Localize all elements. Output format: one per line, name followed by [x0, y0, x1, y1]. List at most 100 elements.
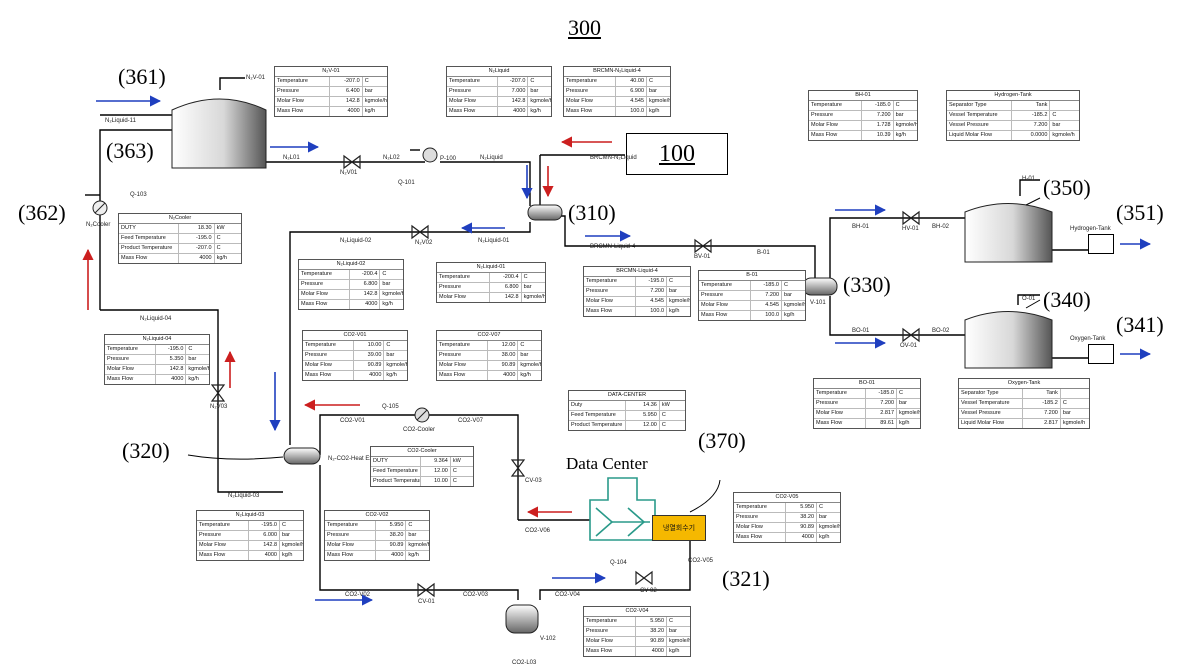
row-value: 6.400 — [330, 87, 363, 96]
row-value: 2.817 — [866, 409, 897, 418]
oxygen-outlet-box — [1088, 344, 1114, 364]
row-value: -195.0 — [636, 277, 667, 286]
row-unit: kgmole/h — [1061, 419, 1089, 428]
stream-table-row: DUTY18.30kW — [119, 224, 241, 234]
row-value: -195.0 — [179, 234, 215, 243]
row-value: 12.00 — [421, 467, 451, 476]
row-unit: kW — [215, 224, 241, 233]
row-value: 2.817 — [1023, 419, 1061, 428]
row-value: 142.8 — [498, 97, 528, 106]
row-label: Separator Type — [947, 101, 1012, 110]
ref-351: (351) — [1116, 200, 1164, 226]
row-value: 6.800 — [350, 280, 380, 289]
stream-table-row: Pressure7.200bar — [699, 291, 805, 301]
tag-brcmn: BRCMN-N₂Liquid — [590, 155, 637, 161]
stream-table-row: Molar Flow2.817kgmole/h — [814, 409, 920, 419]
stream-table-row: Pressure6.900bar — [564, 87, 670, 97]
row-value: 7.200 — [636, 287, 667, 296]
row-unit: C — [660, 421, 685, 430]
stream-table-title: B-01 — [699, 271, 805, 281]
stream-table-row: Pressure38.20bar — [584, 627, 690, 637]
stream-table-co2v01: CO2-V01Temperature10.00CPressure39.00bar… — [302, 330, 408, 381]
row-label: Vessel Temperature — [959, 399, 1023, 408]
stream-table-n2liq03: N₂Liquid-03Temperature-195.0CPressure6.0… — [196, 510, 304, 561]
stream-table-row: Feed Temperature5.950C — [569, 411, 685, 421]
stream-table-n2liq02: N₂Liquid-02Temperature-200.4CPressure6.8… — [298, 259, 404, 310]
stream-table-row: Mass Flow89.61kg/h — [814, 419, 920, 428]
row-label: Feed Temperature — [569, 411, 626, 420]
row-label: Temperature — [299, 270, 350, 279]
stream-table-row: Molar Flow90.89kgmole/h — [734, 523, 840, 533]
stream-table-title: N₂Liquid-01 — [437, 263, 545, 273]
tag-n2v01: N₂V-01 — [246, 75, 265, 81]
row-value: 6.000 — [249, 531, 280, 540]
stream-table-row: Molar Flow142.8kgmole/h — [437, 293, 545, 302]
stream-table-title: N₂Liquid-04 — [105, 335, 209, 345]
row-value: 4000 — [350, 300, 380, 309]
data-center-heat-exchanger — [590, 478, 655, 540]
stream-table-row: Temperature-195.0C — [105, 345, 209, 355]
row-value: 5.950 — [376, 521, 406, 530]
stream-table-co2v02: CO2-V02Temperature5.950CPressure38.20bar… — [324, 510, 430, 561]
row-value: 10.00 — [354, 341, 384, 350]
row-unit: kgmole/h — [782, 301, 805, 310]
row-label: Molar Flow — [299, 290, 350, 299]
row-value: 5.950 — [786, 503, 817, 512]
row-value: -195.0 — [156, 345, 186, 354]
row-unit: C — [660, 411, 685, 420]
stream-table-row: Pressure6.400bar — [275, 87, 387, 97]
row-label: Mass Flow — [325, 551, 376, 560]
row-value: 1.728 — [862, 121, 894, 130]
row-unit: kgmole/h — [363, 97, 387, 106]
row-value: -200.4 — [350, 270, 380, 279]
tag-q103: Q-103 — [130, 192, 147, 198]
row-unit: kg/h — [528, 107, 551, 116]
tag-hydrogen-tank: Hydrogen-Tank — [1070, 226, 1111, 232]
row-unit: C — [363, 77, 387, 86]
row-value: 0.0000 — [1012, 131, 1050, 140]
row-unit: C — [186, 345, 209, 354]
row-value: 5.950 — [626, 411, 660, 420]
stream-table-row: Temperature-207.0C — [447, 77, 551, 87]
row-label: Temperature — [584, 617, 636, 626]
row-unit: C — [667, 617, 690, 626]
stream-table-title: CO2-V04 — [584, 607, 690, 617]
data-center-label: Data Center — [566, 454, 648, 474]
stream-table-row: Temperature5.950C — [734, 503, 840, 513]
row-unit: C — [894, 101, 917, 110]
stream-table-brcmn: BRCMN-N₂Liquid-4Temperature40.00CPressur… — [563, 66, 671, 117]
stream-table-title: N₂V-01 — [275, 67, 387, 77]
row-value: 90.89 — [376, 541, 406, 550]
row-value: 142.8 — [156, 365, 186, 374]
row-label: Pressure — [734, 513, 786, 522]
stream-table-row: Feed Temperature12.00C — [371, 467, 473, 477]
row-label: Mass Flow — [699, 311, 751, 320]
row-value: 12.00 — [626, 421, 660, 430]
row-value: 7.000 — [498, 87, 528, 96]
row-unit: bar — [894, 111, 917, 120]
row-label: Molar Flow — [325, 541, 376, 550]
stream-table-row: Pressure5.350bar — [105, 355, 209, 365]
row-unit: kg/h — [186, 375, 209, 384]
row-unit: kg/h — [380, 300, 403, 309]
tag-h01: H-01 — [1022, 176, 1035, 182]
row-unit: C — [1061, 399, 1089, 408]
tag-n2cooler: N₂Cooler — [86, 222, 110, 228]
tag-q101: Q-101 — [398, 180, 415, 186]
row-label: Pressure — [699, 291, 751, 300]
stream-table-n2liq04: N₂Liquid-04Temperature-195.0CPressure5.3… — [104, 334, 210, 385]
row-value: 38.20 — [636, 627, 667, 636]
row-label: Molar Flow — [734, 523, 786, 532]
tag-n2liquid03: N₂Liquid-03 — [228, 493, 259, 499]
row-label: Product Temperature — [119, 244, 179, 253]
row-value: 5.950 — [636, 617, 667, 626]
stream-table-row: Molar Flow142.8kgmole/h — [299, 290, 403, 300]
stream-table-row: Feed Temperature-195.0C — [119, 234, 241, 244]
stream-table-row: Temperature-185.0C — [809, 101, 917, 111]
tag-o01: O-01 — [1022, 296, 1035, 302]
row-unit: bar — [280, 531, 303, 540]
hydrogen-outlet-box — [1088, 234, 1114, 254]
row-unit: kg/h — [518, 371, 541, 380]
stream-table-row: Molar Flow142.8kgmole/h — [197, 541, 303, 551]
row-unit: bar — [518, 351, 541, 360]
